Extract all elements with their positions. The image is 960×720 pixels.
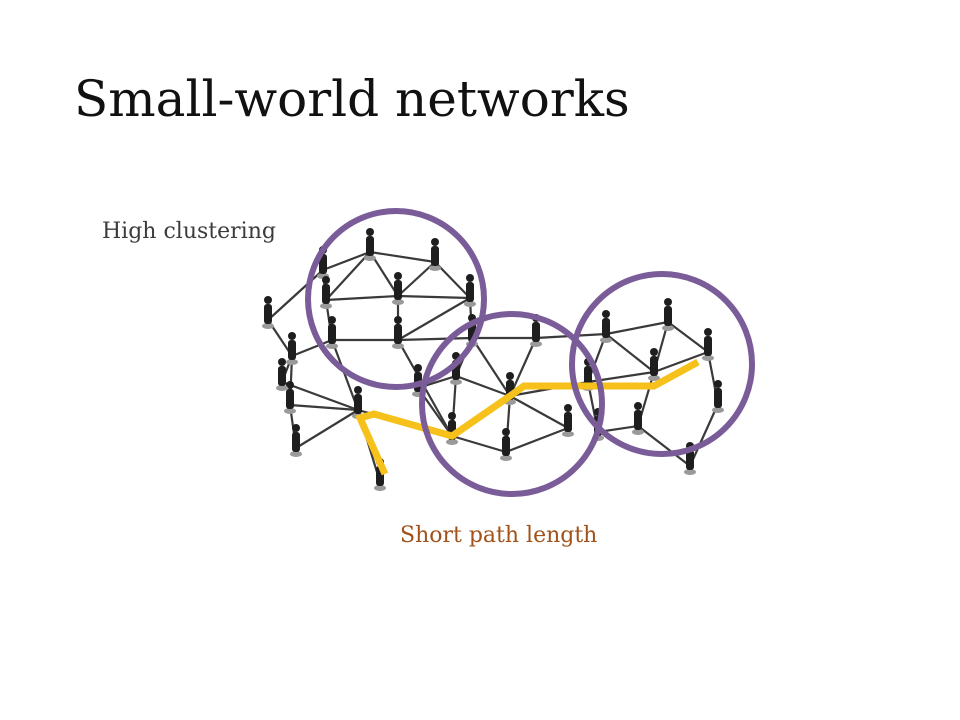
network-edge — [470, 336, 512, 398]
network-edge — [324, 294, 400, 302]
network-edge — [450, 434, 508, 454]
network-edge — [604, 332, 656, 374]
network-edge — [368, 250, 437, 264]
person-node — [364, 228, 376, 261]
person-node — [262, 296, 274, 329]
person-node — [286, 332, 298, 365]
network-edge — [652, 350, 710, 374]
network-nodes — [262, 228, 724, 491]
person-node — [662, 298, 674, 331]
network-edge — [396, 260, 437, 298]
network-edge — [396, 294, 472, 300]
slide-title: Small-world networks — [74, 70, 630, 128]
network-edge — [666, 320, 710, 354]
short-path-line — [355, 358, 700, 476]
person-node — [284, 381, 296, 414]
person-node — [500, 428, 512, 461]
cluster-circles — [305, 208, 755, 497]
cluster-circle — [569, 271, 755, 457]
network-edge — [324, 250, 372, 302]
cluster-circle — [419, 311, 605, 497]
person-node — [600, 310, 612, 343]
network-edge — [636, 424, 692, 468]
person-node — [392, 272, 404, 305]
network-edge — [294, 408, 360, 450]
network-edge — [454, 374, 512, 398]
network-edge — [321, 250, 372, 272]
network-edge — [288, 403, 360, 412]
short-path-label: Short path length — [400, 523, 598, 548]
network-edge — [330, 338, 360, 412]
network-edge — [504, 426, 570, 454]
network-edge — [266, 268, 325, 322]
network-edge — [290, 338, 334, 358]
network-edge — [396, 336, 474, 342]
network-edge — [396, 296, 472, 342]
network-edge — [280, 380, 360, 412]
person-node — [392, 316, 404, 349]
person-node — [464, 274, 476, 307]
person-node — [632, 402, 644, 435]
network-edge — [688, 402, 720, 468]
person-node — [429, 238, 441, 271]
high-clustering-label: High clustering — [102, 219, 276, 244]
network-edge — [604, 320, 670, 336]
short-path-route — [355, 358, 700, 476]
person-node — [326, 316, 338, 349]
person-node — [276, 358, 288, 391]
person-node — [702, 328, 714, 361]
cluster-circle — [305, 208, 487, 390]
person-node — [712, 380, 724, 413]
person-node — [684, 442, 696, 475]
network-edge — [508, 336, 538, 398]
person-node — [562, 404, 574, 437]
network-edge — [508, 394, 570, 430]
person-node — [320, 276, 332, 309]
person-node — [290, 424, 302, 457]
person-node — [648, 348, 660, 381]
